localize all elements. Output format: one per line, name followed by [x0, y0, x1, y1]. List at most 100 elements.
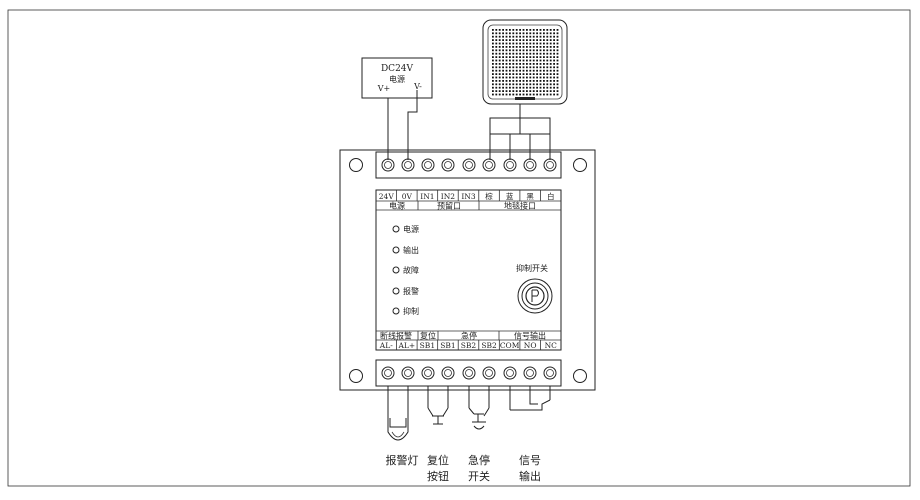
- terminal-screw-head: [465, 369, 473, 377]
- indicator-output-label: 输出: [403, 245, 419, 255]
- estop-label-line2: 开关: [468, 469, 490, 483]
- terminal-screw-head: [384, 161, 392, 169]
- mount-hole: [349, 158, 363, 172]
- group-label-reset: 复位: [420, 331, 436, 341]
- terminal-screw: [381, 366, 395, 380]
- speaker-grille: [492, 29, 559, 96]
- terminal-screw: [421, 158, 435, 172]
- terminal-screw-head: [424, 369, 432, 377]
- reset-label-line1: 复位: [427, 453, 449, 467]
- terminal-screw-head: [546, 161, 554, 169]
- top-terminal-label-4: IN3: [461, 192, 476, 201]
- reset-button-wiring: [427, 386, 449, 425]
- bottom-terminal-label-8: NC: [545, 341, 558, 350]
- switch-label: 抑制开关: [516, 263, 548, 273]
- speaker-logo: [515, 97, 535, 100]
- top-terminal-label-7: 黑: [526, 192, 534, 201]
- estop-switch-wiring: [468, 386, 490, 430]
- terminal-screw-head: [444, 161, 452, 169]
- bottom-terminal-label-4: SB2: [461, 341, 477, 350]
- top-terminal-label-3: IN2: [441, 192, 456, 201]
- indicator-led: [392, 307, 400, 315]
- speaker-device: [482, 19, 568, 160]
- speaker-body: [482, 19, 568, 105]
- mount-hole: [573, 158, 587, 172]
- indicator-led: [392, 287, 400, 295]
- mount-hole: [573, 369, 587, 383]
- terminal-screw-head: [465, 161, 473, 169]
- bottom-terminal-label-1: AL+: [397, 341, 415, 350]
- terminal-screw-head: [506, 369, 514, 377]
- bottom-screws: [381, 366, 557, 380]
- indicator-list: 电源 输出 故障 报警 抑制: [392, 224, 419, 316]
- mount-hole: [349, 369, 363, 383]
- group-label-signal: 信号输出: [514, 331, 546, 341]
- group-label-power: 电源: [389, 201, 405, 211]
- terminal-screw-head: [526, 369, 534, 377]
- terminal-screw: [543, 366, 557, 380]
- power-supply-vminus: V-: [413, 82, 422, 91]
- power-supply: DC24V 电源 V+ V-: [361, 57, 433, 160]
- reset-button-icon: [427, 407, 449, 425]
- terminal-screw: [441, 158, 455, 172]
- terminal-screw: [482, 366, 496, 380]
- power-supply-label: DC24V: [381, 64, 414, 74]
- terminal-screw-head: [485, 161, 493, 169]
- terminal-screw: [462, 366, 476, 380]
- terminal-screw-head: [526, 161, 534, 169]
- outer-frame: [7, 9, 911, 487]
- terminal-screw: [462, 158, 476, 172]
- bottom-terminal-label-0: AL-: [379, 341, 393, 350]
- terminal-screw-head: [485, 369, 493, 377]
- group-label-reserved: 预留口: [437, 201, 461, 211]
- bottom-terminal-label-6: COM: [500, 341, 520, 350]
- top-screws: [381, 158, 557, 172]
- key-icon: [531, 289, 539, 302]
- terminal-screw-head: [404, 369, 412, 377]
- indicator-power-label: 电源: [403, 224, 419, 234]
- signal-label-line1: 信号: [519, 454, 541, 467]
- power-supply-box: [361, 57, 433, 99]
- terminal-screw-head: [384, 369, 392, 377]
- terminal-screw: [421, 366, 435, 380]
- terminal-screw: [381, 158, 395, 172]
- bottom-terminal-label-5: SB2: [481, 341, 497, 350]
- terminal-screw: [523, 158, 537, 172]
- terminal-screw: [523, 366, 537, 380]
- terminal-screw-head: [404, 161, 412, 169]
- terminal-screw: [401, 158, 415, 172]
- estop-switch-icon: [468, 407, 490, 430]
- top-terminal-label-5: 棕: [485, 191, 493, 201]
- top-terminal-label-8: 白: [547, 191, 555, 201]
- top-terminal-block: [375, 151, 562, 179]
- terminal-screw-head: [424, 161, 432, 169]
- suppress-key-switch: 抑制开关: [516, 263, 553, 314]
- bottom-terminal-label-3: SB1: [440, 341, 455, 350]
- group-label-mat: 地毯接口: [504, 201, 536, 211]
- alarm-lamp-label: 报警灯: [386, 453, 419, 467]
- board-outline: [339, 149, 596, 391]
- terminal-screw: [401, 366, 415, 380]
- signal-output-wiring: [509, 386, 551, 411]
- top-terminal-label-0: 24V: [379, 192, 395, 201]
- alarm-lamp-wiring: [387, 386, 409, 441]
- indicator-suppress-label: 抑制: [403, 306, 419, 316]
- terminal-screw: [482, 158, 496, 172]
- wire-vminus: [407, 90, 418, 160]
- terminal-screw: [503, 158, 517, 172]
- group-label-estop: 急停: [461, 331, 477, 341]
- indicator-fault-label: 故障: [403, 265, 419, 275]
- terminal-screw: [503, 366, 517, 380]
- face-plate: [375, 189, 562, 351]
- alarm-lamp-icon: [387, 420, 409, 441]
- terminal-screw-head: [444, 369, 452, 377]
- indicator-led: [392, 225, 400, 233]
- indicator-led: [392, 266, 400, 274]
- terminal-screw-head: [506, 161, 514, 169]
- power-supply-sublabel: 电源: [389, 74, 405, 84]
